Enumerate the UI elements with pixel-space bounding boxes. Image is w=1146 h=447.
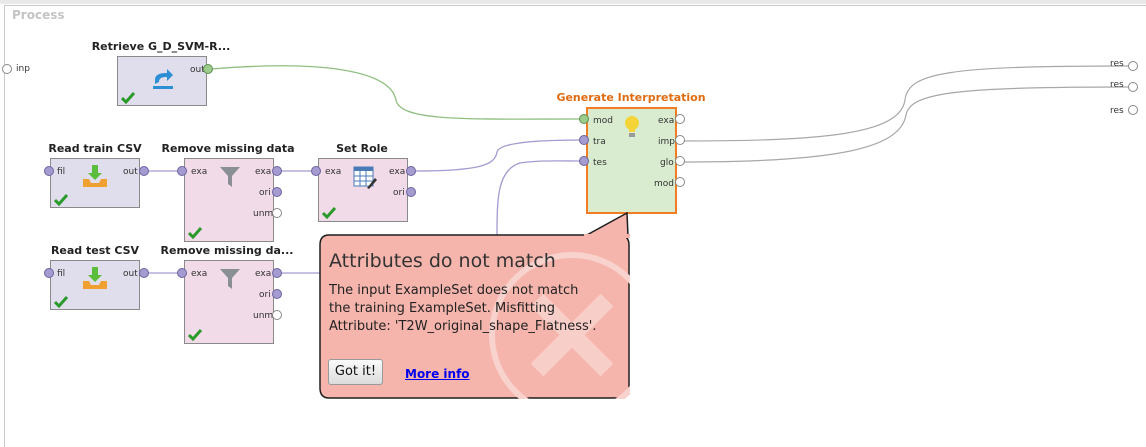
result-label-2: res (1110, 80, 1124, 90)
download-tray-icon (83, 267, 107, 289)
error-x-icon (489, 252, 630, 399)
remove-missing-2-in-port[interactable] (177, 268, 187, 278)
read-train-out-port[interactable] (139, 166, 149, 176)
read-test-out-label: out (123, 269, 138, 279)
top-strip (0, 0, 1146, 4)
read-train-title: Read train CSV (48, 142, 142, 155)
funnel-icon (220, 269, 240, 289)
wire-retrieve-to-mod (211, 65, 584, 120)
remove-missing-2-unm-label: unm (253, 311, 274, 321)
set-role-exa-label: exa (389, 167, 406, 177)
remove-missing-2-ori-port[interactable] (272, 289, 282, 299)
set-role-operator[interactable]: exa exa ori (318, 158, 408, 222)
gi-exa-out-port[interactable] (675, 114, 685, 124)
external-input-label: inp (16, 64, 30, 74)
retrieve-title: Retrieve G_D_SVM-R... (91, 40, 231, 53)
read-test-in-port[interactable] (44, 268, 54, 278)
gi-mod-out-label: mod (654, 179, 674, 189)
set-role-in-label: exa (325, 167, 342, 177)
error-message: The input ExampleSet does not match the … (329, 283, 597, 334)
table-edit-icon (353, 166, 377, 189)
gi-imp-out-port[interactable] (675, 135, 685, 145)
read-test-out-port[interactable] (139, 268, 149, 278)
remove-missing-1-exa-port[interactable] (272, 166, 282, 176)
generate-interpretation-title: Generate Interpretation (556, 91, 706, 104)
result-port-3[interactable] (1128, 105, 1138, 115)
remove-missing-2-exa-label: exa (255, 269, 272, 279)
set-role-ori-label: ori (393, 188, 405, 198)
remove-missing-1-operator[interactable]: exa exa ori unm (184, 158, 274, 242)
gi-mod-in-label: mod (593, 116, 613, 126)
remove-missing-2-unm-port[interactable] (272, 310, 282, 320)
remove-missing-2-exa-port[interactable] (272, 268, 282, 278)
set-role-title: Set Role (336, 142, 388, 155)
got-it-button[interactable]: Got it! (328, 359, 383, 385)
retrieve-operator[interactable]: out (117, 56, 207, 106)
gi-glo-out-port[interactable] (675, 156, 685, 166)
result-label-1: res (1110, 59, 1124, 69)
checkmark-icon (54, 194, 68, 206)
remove-missing-2-ori-label: ori (259, 290, 271, 300)
remove-missing-1-unm-port[interactable] (272, 208, 282, 218)
error-bubble: Attributes do not match The input Exampl… (319, 234, 630, 399)
remove-missing-1-title: Remove missing data (161, 142, 295, 155)
gi-tes-in-port[interactable] (579, 156, 589, 166)
read-test-title: Read test CSV (50, 244, 140, 257)
gi-tes-in-label: tes (593, 158, 607, 168)
gi-mod-in-port[interactable] (579, 114, 589, 124)
result-port-1[interactable] (1128, 61, 1138, 71)
set-role-ori-port[interactable] (406, 187, 416, 197)
read-test-in-label: fil (57, 269, 66, 279)
wire-imp-to-res1 (681, 65, 1131, 142)
error-bubble-tail (584, 212, 630, 238)
read-train-out-label: out (123, 167, 138, 177)
read-train-in-port[interactable] (44, 166, 54, 176)
lightbulb-icon (625, 116, 639, 137)
read-train-operator[interactable]: fil out (50, 158, 140, 208)
checkmark-icon (54, 296, 68, 308)
remove-missing-1-unm-label: unm (253, 209, 274, 219)
wire-setrole-to-tra (413, 139, 584, 172)
more-info-link[interactable]: More info (405, 367, 470, 381)
gi-imp-out-label: imp (658, 137, 675, 147)
wire-to-tes (496, 160, 584, 237)
download-tray-icon (83, 165, 107, 187)
gi-glo-out-label: glo (660, 158, 674, 168)
wire-glo-to-res2 (681, 86, 1131, 163)
remove-missing-1-in-label: exa (191, 167, 208, 177)
remove-missing-2-in-label: exa (191, 269, 208, 279)
read-test-operator[interactable]: fil out (50, 260, 140, 310)
set-role-in-port[interactable] (311, 166, 321, 176)
set-role-exa-port[interactable] (406, 166, 416, 176)
checkmark-icon (188, 227, 202, 239)
generate-interpretation-operator[interactable]: mod tra tes exa imp glo mod (586, 107, 677, 214)
external-input-port[interactable] (2, 64, 12, 74)
gi-exa-out-label: exa (658, 116, 675, 126)
retrieve-out-label: out (190, 65, 205, 75)
retrieve-arrow-icon (153, 69, 173, 89)
retrieve-out-port[interactable] (203, 64, 213, 74)
remove-missing-2-operator[interactable]: exa exa ori unm (184, 260, 274, 344)
checkmark-icon (188, 329, 202, 341)
result-label-3: res (1110, 106, 1124, 116)
result-port-2[interactable] (1128, 82, 1138, 92)
read-train-in-label: fil (57, 167, 66, 177)
checkmark-icon (322, 207, 336, 219)
remove-missing-2-title: Remove missing da... (160, 244, 294, 257)
remove-missing-1-ori-label: ori (259, 188, 271, 198)
error-title: Attributes do not match (329, 250, 556, 272)
funnel-icon (220, 167, 240, 187)
gi-tra-in-port[interactable] (579, 135, 589, 145)
process-title: Process (12, 8, 65, 22)
gi-mod-out-port[interactable] (675, 177, 685, 187)
checkmark-icon (121, 92, 135, 104)
gi-tra-in-label: tra (593, 137, 606, 147)
remove-missing-1-in-port[interactable] (177, 166, 187, 176)
remove-missing-1-ori-port[interactable] (272, 187, 282, 197)
remove-missing-1-exa-label: exa (255, 167, 272, 177)
